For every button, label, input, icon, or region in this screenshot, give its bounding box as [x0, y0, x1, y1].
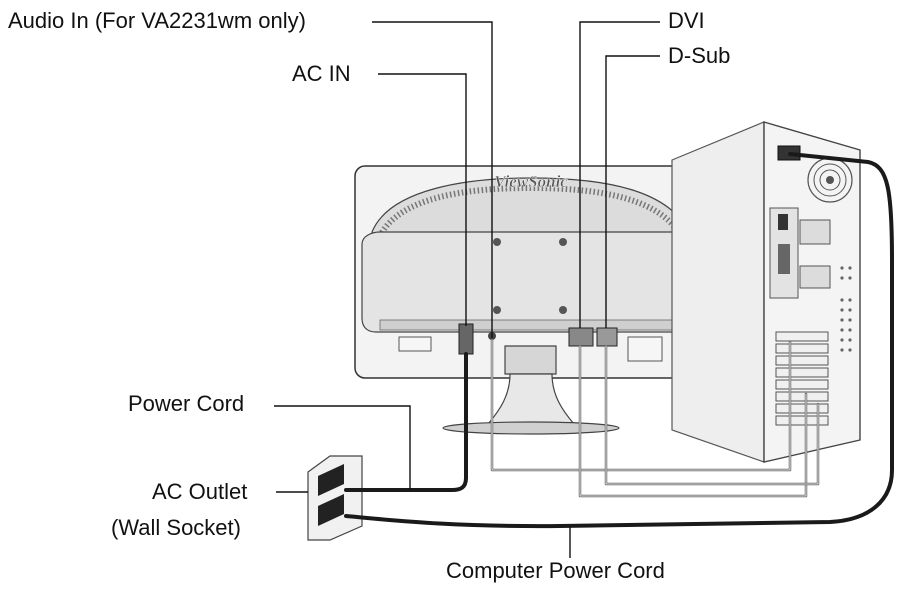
- label-computer-power-cord: Computer Power Cord: [446, 558, 665, 583]
- wall-outlet: [307, 455, 363, 541]
- cables: [344, 152, 894, 529]
- computer-power-cable: [344, 152, 894, 529]
- monitor-power-cable: [344, 352, 468, 492]
- dsub-cable-core: [605, 345, 819, 485]
- audio-cable-core: [491, 339, 791, 471]
- dvi-cable-core: [579, 345, 807, 497]
- audio-in-leader: [372, 21, 493, 338]
- label-wall-socket: (Wall Socket): [111, 515, 241, 540]
- label-ac-in: AC IN: [292, 61, 351, 86]
- computer-tower: [671, 121, 861, 463]
- ac-in-leader: [378, 73, 467, 326]
- dvi-leader: [579, 21, 660, 328]
- label-ac-outlet: AC Outlet: [152, 479, 248, 504]
- label-audio-in: Audio In (For VA2231wm only): [8, 8, 306, 33]
- power-cord-leader: [274, 405, 411, 490]
- callout-leaders: [274, 21, 660, 558]
- label-dvi: DVI: [668, 8, 705, 33]
- brand-logo: ViewSonic: [494, 172, 568, 191]
- dsub-leader: [605, 55, 660, 328]
- monitor-rear-view: ViewSonic: [354, 165, 706, 435]
- label-dsub: D-Sub: [668, 43, 731, 68]
- label-power-cord: Power Cord: [128, 391, 245, 416]
